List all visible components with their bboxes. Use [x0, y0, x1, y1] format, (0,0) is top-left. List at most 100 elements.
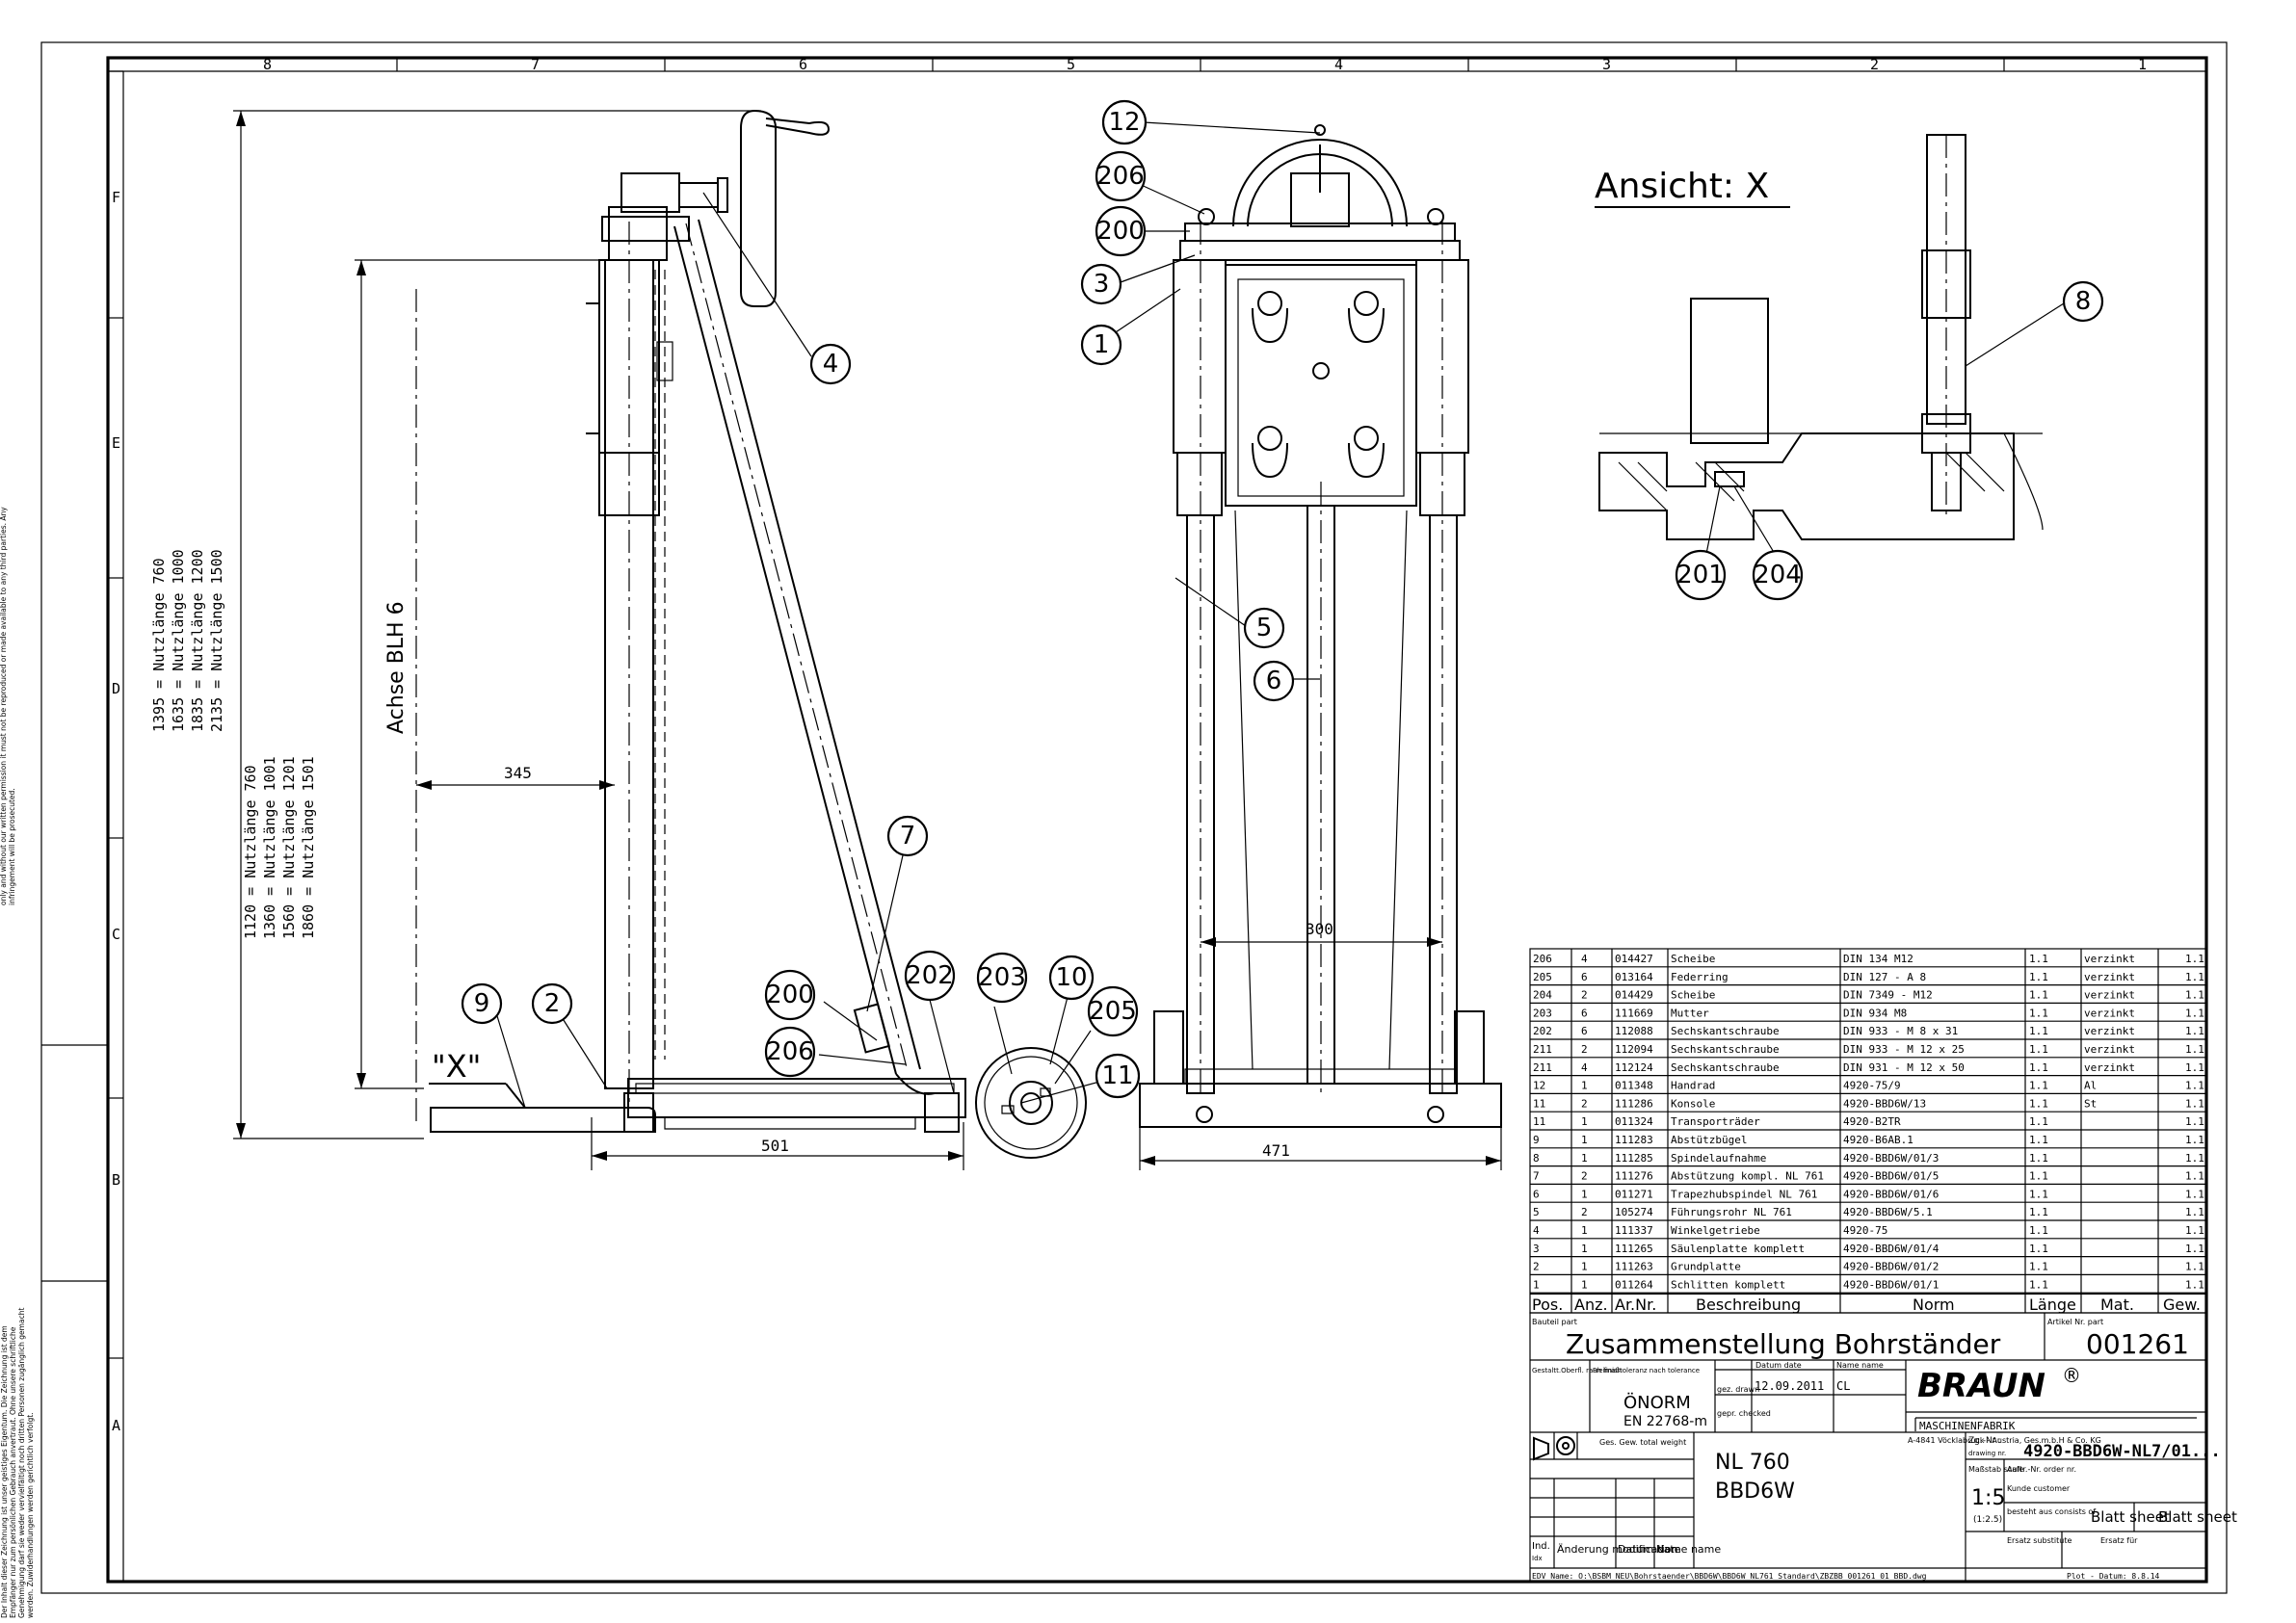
parts-list-cell: 11 — [1533, 1097, 1545, 1110]
parts-list-cell: Scheibe — [1671, 989, 1715, 1002]
balloon-200-front: 200 — [1095, 205, 1147, 257]
parts-list-cell: DIN 127 - A 8 — [1843, 971, 1926, 983]
svg-text:200: 200 — [1096, 217, 1145, 246]
parts-list-cell: 111337 — [1615, 1224, 1653, 1237]
parts-list-cell: 2 — [1581, 1170, 1588, 1183]
ersatz-fuer-label: Ersatz für — [2100, 1536, 2138, 1545]
parts-list-cell: 011271 — [1615, 1188, 1653, 1200]
balloon-202: 202 — [904, 950, 956, 1002]
parts-list-cell: 111285 — [1615, 1152, 1653, 1165]
parts-list-cell: DIN 7349 - M12 — [1843, 989, 1933, 1002]
zg-label: Zg.-Nr.: — [1968, 1436, 2001, 1446]
svg-text:2135 = Nutzlänge 1500: 2135 = Nutzlänge 1500 — [208, 549, 225, 732]
parts-list-cell: 1.1 — [2185, 1243, 2204, 1255]
parts-list-cell: 1.1 — [2029, 1007, 2048, 1019]
parts-list-cell: 111263 — [1615, 1261, 1653, 1273]
svg-text:5: 5 — [1256, 614, 1273, 642]
parts-list-cell: verzinkt — [2084, 1043, 2135, 1056]
parts-list-cell: 2 — [1581, 989, 1588, 1002]
dim-300: 300 — [1306, 920, 1333, 938]
parts-list-cell: 1 — [1581, 1224, 1588, 1237]
parts-list-cell: 112124 — [1615, 1061, 1653, 1074]
parts-list-cell: 1.1 — [2185, 1115, 2204, 1128]
artikel-number: 001261 — [2086, 1328, 2189, 1360]
parts-list-cell: 1.1 — [2185, 1097, 2204, 1110]
view-marker-x: "X" — [432, 1048, 481, 1085]
parts-list-cell: 013164 — [1615, 971, 1653, 983]
parts-list-cell: 011348 — [1615, 1080, 1653, 1092]
zone-col-4: 4 — [1334, 56, 1343, 73]
parts-list-cell: 1 — [1581, 1134, 1588, 1146]
parts-list-cell: 111286 — [1615, 1097, 1653, 1110]
parts-list-cell: DIN 933 - M 8 x 31 — [1843, 1025, 1958, 1037]
parts-list-cell: 1.1 — [2029, 1278, 2048, 1291]
parts-list-cell: 1 — [1581, 1115, 1588, 1128]
parts-list-cell: verzinkt — [2084, 989, 2135, 1002]
parts-list-cell: 1.1 — [2185, 1061, 2204, 1074]
parts-list-cell: Handrad — [1671, 1080, 1715, 1092]
revision-index-label: Ind. — [1532, 1541, 1550, 1552]
brand-logo: BRAUN — [1917, 1367, 2045, 1405]
svg-text:1395 = Nutzlänge 760: 1395 = Nutzlänge 760 — [150, 558, 168, 732]
scale-secondary: (1:2.5) — [1973, 1515, 2002, 1525]
parts-list-cell: 1.1 — [2185, 1080, 2204, 1092]
parts-list-cell: 4 — [1581, 1061, 1588, 1074]
svg-text:1835 = Nutzlänge 1200: 1835 = Nutzlänge 1200 — [189, 549, 206, 732]
parts-list-cell: 1.1 — [2029, 1224, 2048, 1237]
parts-list-cell: 1.1 — [2029, 1025, 2048, 1037]
balloon-leaders — [493, 121, 2065, 1109]
parts-list-cell: 1.1 — [2185, 1007, 2204, 1019]
parts-list-cell: 1.1 — [2185, 1170, 2204, 1183]
parts-list-cell: Federring — [1671, 971, 1729, 983]
svg-text:205: 205 — [1089, 997, 1137, 1026]
zone-col-7: 7 — [531, 56, 540, 73]
parts-list-cell: 4920-BBD6W/01/4 — [1843, 1243, 1940, 1255]
parts-list-cell: verzinkt — [2084, 1007, 2135, 1019]
balloon-6: 6 — [1253, 660, 1295, 702]
parts-list-cell: 1 — [1581, 1152, 1588, 1165]
dim-501: 501 — [761, 1137, 789, 1155]
svg-text:11: 11 — [1101, 1061, 1133, 1090]
parts-list-cell: Sechskantschraube — [1671, 1061, 1780, 1074]
ersatz-label: Ersatz substitute — [2007, 1536, 2072, 1545]
parts-list-cell: 1.1 — [2185, 1278, 2204, 1291]
parts-list-cell: Al — [2084, 1080, 2097, 1092]
parts-list-cell: DIN 933 - M 12 x 25 — [1843, 1043, 1965, 1056]
copyright-note-english: The content of this drawing is our copyr… — [0, 507, 16, 905]
parts-list-cell: 1 — [1581, 1243, 1588, 1255]
balloon-2: 2 — [531, 982, 573, 1025]
parts-list-cell: 1.1 — [2029, 1206, 2048, 1218]
toleranz-label: Gestaltt.Oberfl. rauh finish — [1532, 1367, 1622, 1374]
svg-text:2: 2 — [544, 989, 561, 1018]
parts-list-cell: 211 — [1533, 1061, 1552, 1074]
svg-text:202: 202 — [906, 961, 954, 990]
parts-list-cell: St — [2084, 1097, 2097, 1110]
parts-list-cell: 6 — [1581, 1007, 1588, 1019]
revision-date-label: Datum date — [1618, 1543, 1681, 1556]
svg-text:Mat.: Mat. — [2100, 1296, 2134, 1314]
parts-list-cell: 4920-BBD6W/01/2 — [1843, 1261, 1939, 1273]
svg-text:1360 = Nutzlänge 1001: 1360 = Nutzlänge 1001 — [261, 756, 278, 939]
side-view — [233, 109, 1087, 1170]
plot-date: Plot - Datum: 8.8.14 — [2067, 1572, 2160, 1581]
svg-text:4: 4 — [823, 350, 839, 379]
parts-list-cell: 6 — [1581, 971, 1588, 983]
svg-text:1: 1 — [1094, 330, 1110, 359]
parts-list-cell: Sechskantschraube — [1671, 1025, 1780, 1037]
balloon-7: 7 — [886, 815, 929, 857]
svg-text:1635 = Nutzlänge 1000: 1635 = Nutzlänge 1000 — [170, 549, 187, 732]
balloon-201: 201 — [1675, 549, 1727, 601]
svg-text:206: 206 — [1096, 162, 1145, 191]
parts-list-cell: 4920-BBD6W/5.1 — [1843, 1206, 1933, 1218]
svg-text:1860 = Nutzlänge 1501: 1860 = Nutzlänge 1501 — [300, 756, 317, 939]
parts-list-cell: 1.1 — [2185, 1188, 2204, 1200]
svg-text:Norm: Norm — [1913, 1296, 1955, 1314]
balloon-204: 204 — [1752, 549, 1804, 601]
parts-list-cell: 2 — [1581, 1043, 1588, 1056]
parts-list-cell: Säulenplatte komplett — [1671, 1243, 1805, 1255]
svg-text:7: 7 — [900, 822, 916, 851]
gez-label: gez. drawn — [1717, 1385, 1759, 1394]
gepr-label: gepr. checked — [1717, 1409, 1771, 1418]
parts-list-cell: 203 — [1533, 1007, 1552, 1019]
